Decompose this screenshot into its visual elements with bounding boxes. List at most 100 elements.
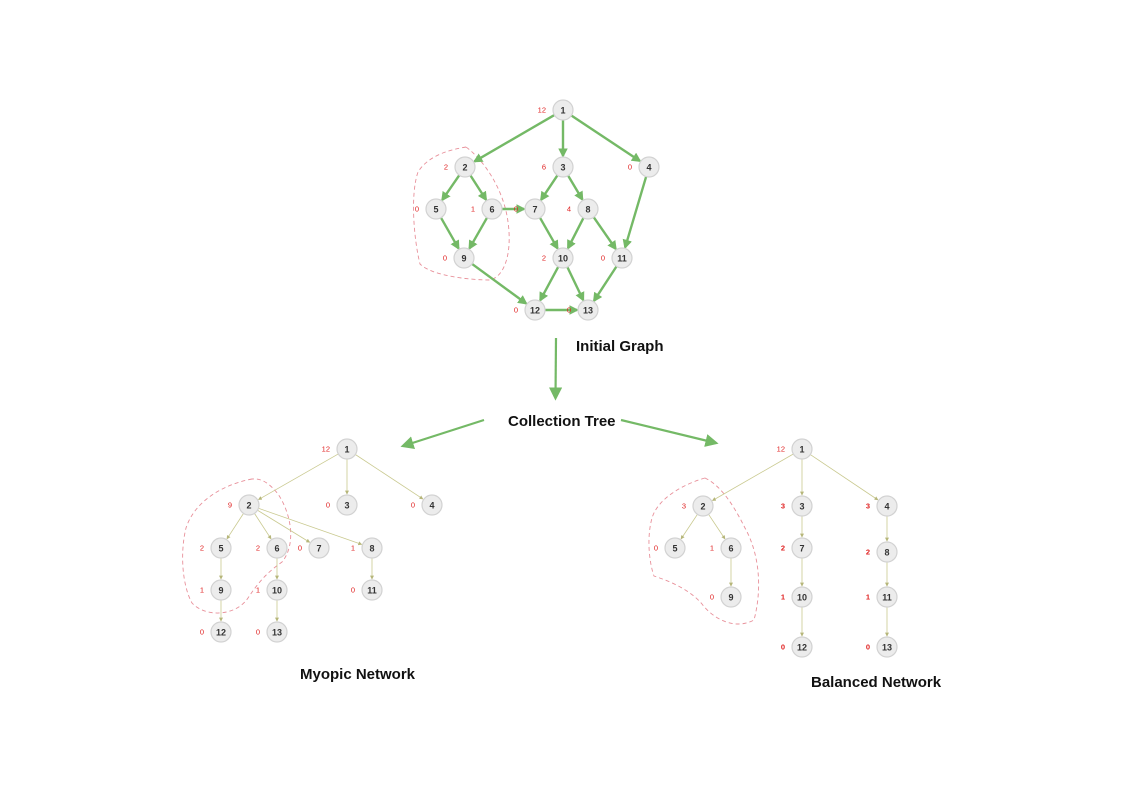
node-weight-13: 0 [567, 306, 571, 315]
node-1: 1 12 [538, 99, 574, 121]
edge-1-4 [810, 454, 879, 501]
node-label-12: 12 [797, 643, 807, 653]
node-circle-1 [552, 99, 574, 121]
node-label-12: 12 [216, 628, 226, 638]
node-circle-4 [876, 495, 898, 517]
flow-arrow-down [548, 337, 563, 401]
node-11: 110 [351, 579, 383, 601]
node-label-10: 10 [272, 586, 282, 596]
node-label-7: 7 [799, 544, 804, 554]
node-weight-10: 2 [542, 254, 546, 263]
node-label-10: 10 [797, 593, 807, 603]
node-label-11: 11 [882, 593, 892, 603]
node-weight-8: 1 [351, 544, 355, 553]
node-weight-11: 0 [601, 254, 605, 263]
node-circle-4 [638, 156, 660, 178]
node-label-1: 1 [344, 445, 349, 455]
edge-2-6 [254, 513, 272, 540]
node-circle-8 [361, 537, 383, 559]
node-label-8: 8 [585, 205, 590, 215]
node-label-3: 3 [799, 502, 804, 512]
node-weight-7: 0 [298, 544, 302, 553]
node-circle-10 [791, 586, 813, 608]
node-circle-13 [876, 636, 898, 658]
node-weight-10: 1 [256, 586, 260, 595]
node-9: 91 [200, 579, 232, 601]
node-circle-12 [791, 636, 813, 658]
node-weight-4: 3 [866, 502, 870, 511]
node-12: 120 [514, 299, 546, 321]
node-circle-3 [552, 156, 574, 178]
node-weight-1: 12 [322, 445, 330, 454]
node-label-4: 4 [884, 502, 889, 512]
node-weight-5: 2 [200, 544, 204, 553]
node-5: 50 [415, 198, 447, 220]
collection-tree-title: Collection Tree [508, 413, 616, 430]
node-10: 101 [781, 586, 813, 608]
edge-9-12 [471, 262, 528, 305]
node-circle-7 [524, 198, 546, 220]
node-circle-9 [210, 579, 232, 601]
node-weight-12: 0 [200, 628, 204, 637]
node-12: 12 0 [200, 621, 232, 643]
node-label-7: 7 [532, 205, 537, 215]
edge-8-10 [566, 217, 585, 250]
node-weight-1: 12 [777, 445, 785, 454]
node-2: 29 [228, 494, 260, 516]
node-1: 1 12 [322, 438, 358, 460]
node-weight-11: 0 [351, 586, 355, 595]
node-9: 90 [710, 586, 742, 608]
node-weight-9: 0 [443, 254, 447, 263]
node-8: 82 [866, 541, 898, 563]
node-circle-9 [720, 586, 742, 608]
edge-2-5 [226, 513, 244, 540]
node-label-3: 3 [344, 501, 349, 511]
edge-2-6 [469, 174, 488, 202]
node-weight-6: 2 [256, 544, 260, 553]
node-circle-2 [238, 494, 260, 516]
node-label-6: 6 [728, 544, 733, 554]
node-weight-5: 0 [415, 205, 419, 214]
node-weight-1: 12 [538, 106, 546, 115]
node-6: 61 [471, 198, 503, 220]
node-label-7: 7 [316, 544, 321, 554]
node-10: 102 [542, 247, 574, 269]
node-7: 70 [298, 537, 330, 559]
node-11: 111 [866, 586, 898, 608]
node-label-6: 6 [489, 205, 494, 215]
node-circle-5 [664, 537, 686, 559]
node-label-13: 13 [272, 628, 282, 638]
node-label-5: 5 [672, 544, 677, 554]
node-weight-7: 0 [514, 205, 518, 214]
node-circle-12 [210, 621, 232, 643]
node-circle-10 [552, 247, 574, 269]
node-8: 84 [567, 198, 599, 220]
edge-1-4 [355, 454, 424, 500]
node-circle-2 [692, 495, 714, 517]
node-weight-4: 0 [411, 501, 415, 510]
initial-cluster-outline [413, 146, 510, 281]
edge-1-2 [711, 453, 794, 501]
node-circle-6 [266, 537, 288, 559]
node-8: 81 [351, 537, 383, 559]
node-circle-7 [791, 537, 813, 559]
node-circle-11 [361, 579, 383, 601]
node-label-1: 1 [560, 106, 565, 116]
node-circle-8 [876, 541, 898, 563]
node-label-5: 5 [218, 544, 223, 554]
edge-2-5 [680, 514, 698, 540]
node-label-4: 4 [646, 163, 651, 173]
initial-graph-title: Initial Graph [576, 338, 664, 355]
node-circle-13 [577, 299, 599, 321]
node-1: 1 12 [777, 438, 813, 460]
flow-arrow-left [400, 418, 485, 450]
node-label-2: 2 [462, 163, 467, 173]
node-3: 33 [781, 495, 813, 517]
node-6: 61 [710, 537, 742, 559]
node-circle-13 [266, 621, 288, 643]
node-label-5: 5 [433, 205, 438, 215]
node-13: 130 [256, 621, 288, 643]
node-weight-3: 3 [781, 502, 785, 511]
node-label-1: 1 [799, 445, 804, 455]
